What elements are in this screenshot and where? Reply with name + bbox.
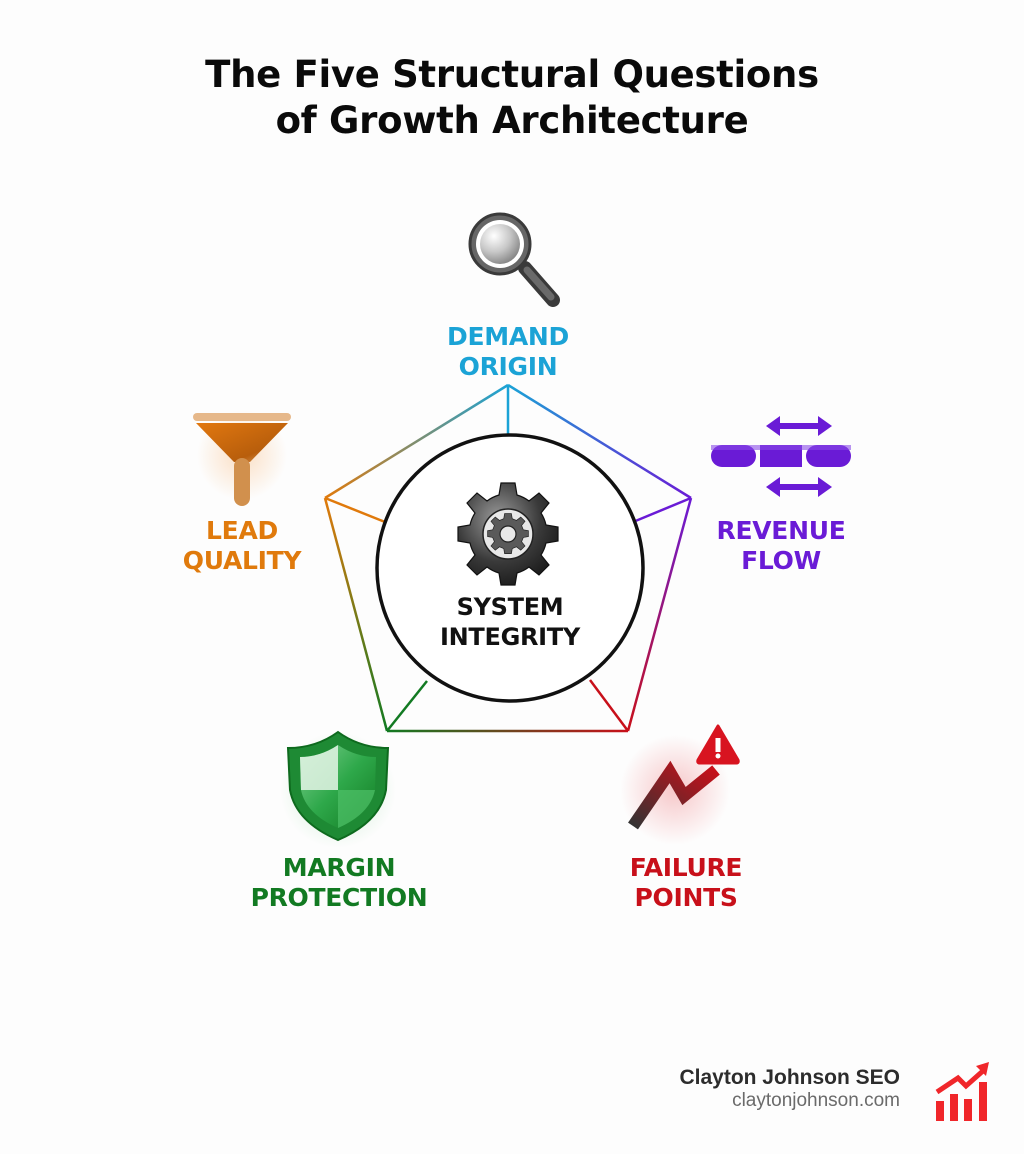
page-title: The Five Structural Questions of Growth … — [0, 52, 1024, 144]
shield-icon — [280, 730, 396, 848]
arrow-top — [766, 416, 832, 436]
node-margin-protection: MARGIN PROTECTION — [219, 853, 459, 913]
spoke-revenue — [632, 496, 692, 524]
title-line-2: of Growth Architecture — [275, 99, 749, 142]
node-label-line-1: DEMAND — [447, 322, 569, 351]
spoke-failure — [588, 679, 630, 732]
spoke-lead — [324, 496, 386, 524]
center-label-line-1: SYSTEM — [456, 593, 564, 621]
brand-url: claytonjohnson.com — [732, 1090, 900, 1111]
arrow-bottom — [766, 477, 832, 497]
node-label-line-1: FAILURE — [629, 853, 743, 882]
node-revenue-flow: REVENUE FLOW — [681, 516, 881, 576]
brand-footer: Clayton Johnson SEO claytonjohnson.com — [679, 1066, 900, 1112]
node-label-line-1: REVENUE — [716, 516, 846, 545]
brand-name: Clayton Johnson SEO — [679, 1066, 900, 1089]
node-label-line-2: ORIGIN — [458, 352, 558, 381]
magnifying-glass-icon — [468, 212, 560, 307]
node-label-line-2: POINTS — [634, 883, 738, 912]
broken-trend-warning-icon — [620, 724, 740, 845]
center-label: SYSTEM INTEGRITY — [400, 592, 620, 652]
growth-chart-icon — [935, 1062, 989, 1121]
node-label-line-2: QUALITY — [182, 546, 302, 575]
node-lead-quality: LEAD QUALITY — [142, 516, 342, 576]
bidirectional-flow-icon — [711, 416, 851, 497]
spoke-margin — [386, 680, 428, 732]
edge-revenue-failure — [626, 497, 693, 732]
edge-lead-demand — [324, 383, 509, 500]
pentagon-frame — [323, 383, 693, 733]
edge-demand-revenue — [507, 383, 692, 500]
edge-margin-lead — [323, 497, 389, 732]
gear-icon — [457, 482, 559, 586]
funnel-icon — [193, 410, 291, 506]
title-line-1: The Five Structural Questions — [205, 53, 819, 96]
warning-triangle-icon — [696, 724, 740, 765]
node-label-line-2: PROTECTION — [250, 883, 428, 912]
node-label-line-2: FLOW — [741, 546, 821, 575]
node-label-line-1: MARGIN — [282, 853, 396, 882]
node-label-line-1: LEAD — [206, 516, 278, 545]
node-demand-origin: DEMAND ORIGIN — [408, 322, 608, 382]
node-failure-points: FAILURE POINTS — [586, 853, 786, 913]
center-label-line-2: INTEGRITY — [440, 623, 580, 651]
spokes — [324, 385, 692, 732]
